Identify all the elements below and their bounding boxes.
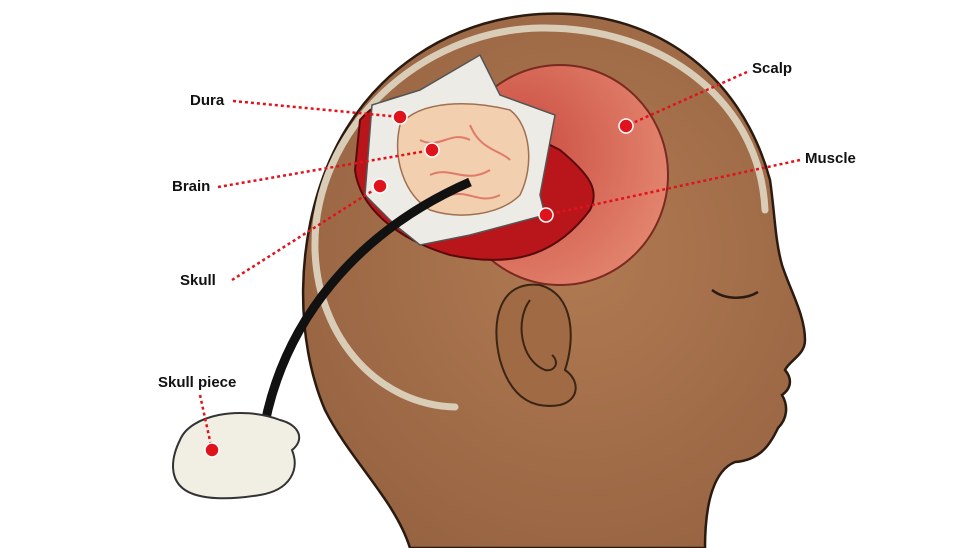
- skull-outline: [311, 24, 769, 411]
- skull-piece: [172, 412, 301, 500]
- closed-eye: [711, 288, 759, 299]
- scalp-marker: [618, 118, 634, 134]
- ear: [495, 283, 577, 407]
- label-dura: Dura: [190, 92, 225, 109]
- dura-marker: [392, 109, 408, 125]
- label-scalp: Scalp: [752, 60, 793, 77]
- muscle-marker: [538, 207, 554, 223]
- skull-marker: [372, 178, 388, 194]
- label-muscle: Muscle: [805, 150, 856, 167]
- exposed-brain: [396, 103, 530, 216]
- label-brain: Brain: [172, 178, 211, 195]
- label-skull: Skull: [180, 272, 216, 289]
- label-skull-piece: Skull piece: [158, 374, 237, 391]
- skull-piece-marker: [204, 442, 220, 458]
- removal-arrow: [257, 177, 472, 441]
- brain-marker: [424, 142, 440, 158]
